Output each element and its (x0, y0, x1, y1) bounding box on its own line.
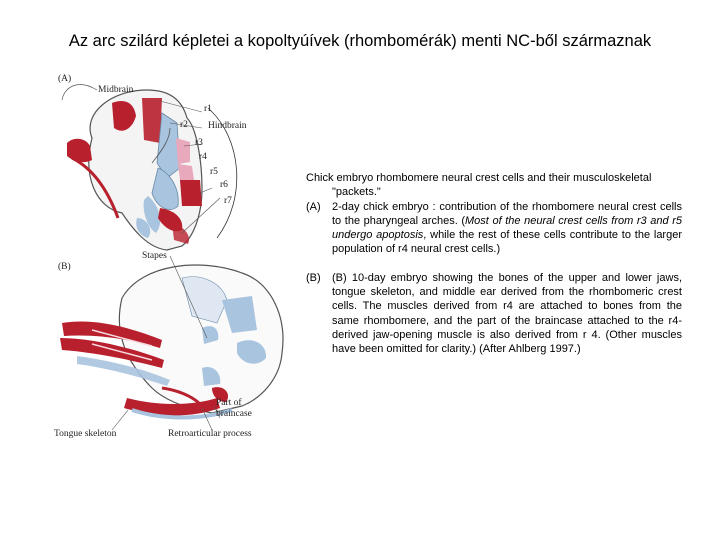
caption-item-b-text: (B) 10-day embryo showing the bones of t… (332, 271, 682, 356)
caption-intro: Chick embryo rhombomere neural crest cel… (306, 171, 682, 200)
stapes-label: Stapes (142, 251, 167, 261)
caption-item-b-tag: (B) (306, 271, 321, 284)
midbrain-label: Midbrain (98, 85, 134, 95)
r4-label: r4 (199, 152, 207, 162)
r3-label: r3 (195, 138, 203, 148)
braincase-label: braincase (216, 409, 252, 419)
r2-label: r2 (180, 120, 188, 130)
caption-intro-line1: Chick embryo rhombomere neural crest cel… (306, 172, 652, 184)
caption-item-b: (B) (B) 10-day embryo showing the bones … (306, 271, 682, 357)
panel-a-drawing (61, 84, 238, 251)
caption-a-plain: 2-day chick embryo : contribution of the… (332, 200, 682, 227)
caption-intro-line2: "packets." (332, 186, 381, 199)
r6-label: r6 (220, 180, 228, 190)
slide-title: Az arc szilárd képletei a kopoltyúívek (… (68, 32, 652, 50)
part-of-label: Part of (216, 398, 242, 408)
panel-b-drawing (60, 255, 284, 431)
embryo-figure: (A) Midbrain r1 Hindbrain r2 r3 r4 r5 r6… (52, 68, 292, 448)
r5-label: r5 (210, 167, 218, 177)
caption-item-a-text: 2-day chick embryo : contribution of the… (332, 200, 682, 257)
hindbrain-label: Hindbrain (208, 121, 247, 131)
panel-b-label: (B) (58, 262, 71, 272)
panel-a-label: (A) (58, 74, 72, 84)
figure-caption: Chick embryo rhombomere neural crest cel… (306, 171, 682, 357)
retroarticular-label: Retroarticular process (168, 429, 252, 439)
caption-a-end: , while the rest of these cells contribu… (332, 229, 682, 256)
embryo-illustration (60, 84, 284, 431)
r1-label: r1 (204, 104, 212, 114)
tongue-skeleton-label: Tongue skeleton (54, 429, 117, 439)
caption-a-italic: Most of the neural crest cells from r3 a… (332, 214, 682, 242)
r7-label: r7 (224, 196, 232, 206)
caption-item-a: (A) 2-day chick embryo : contribution of… (306, 200, 682, 257)
caption-item-a-tag: (A) (306, 200, 321, 213)
